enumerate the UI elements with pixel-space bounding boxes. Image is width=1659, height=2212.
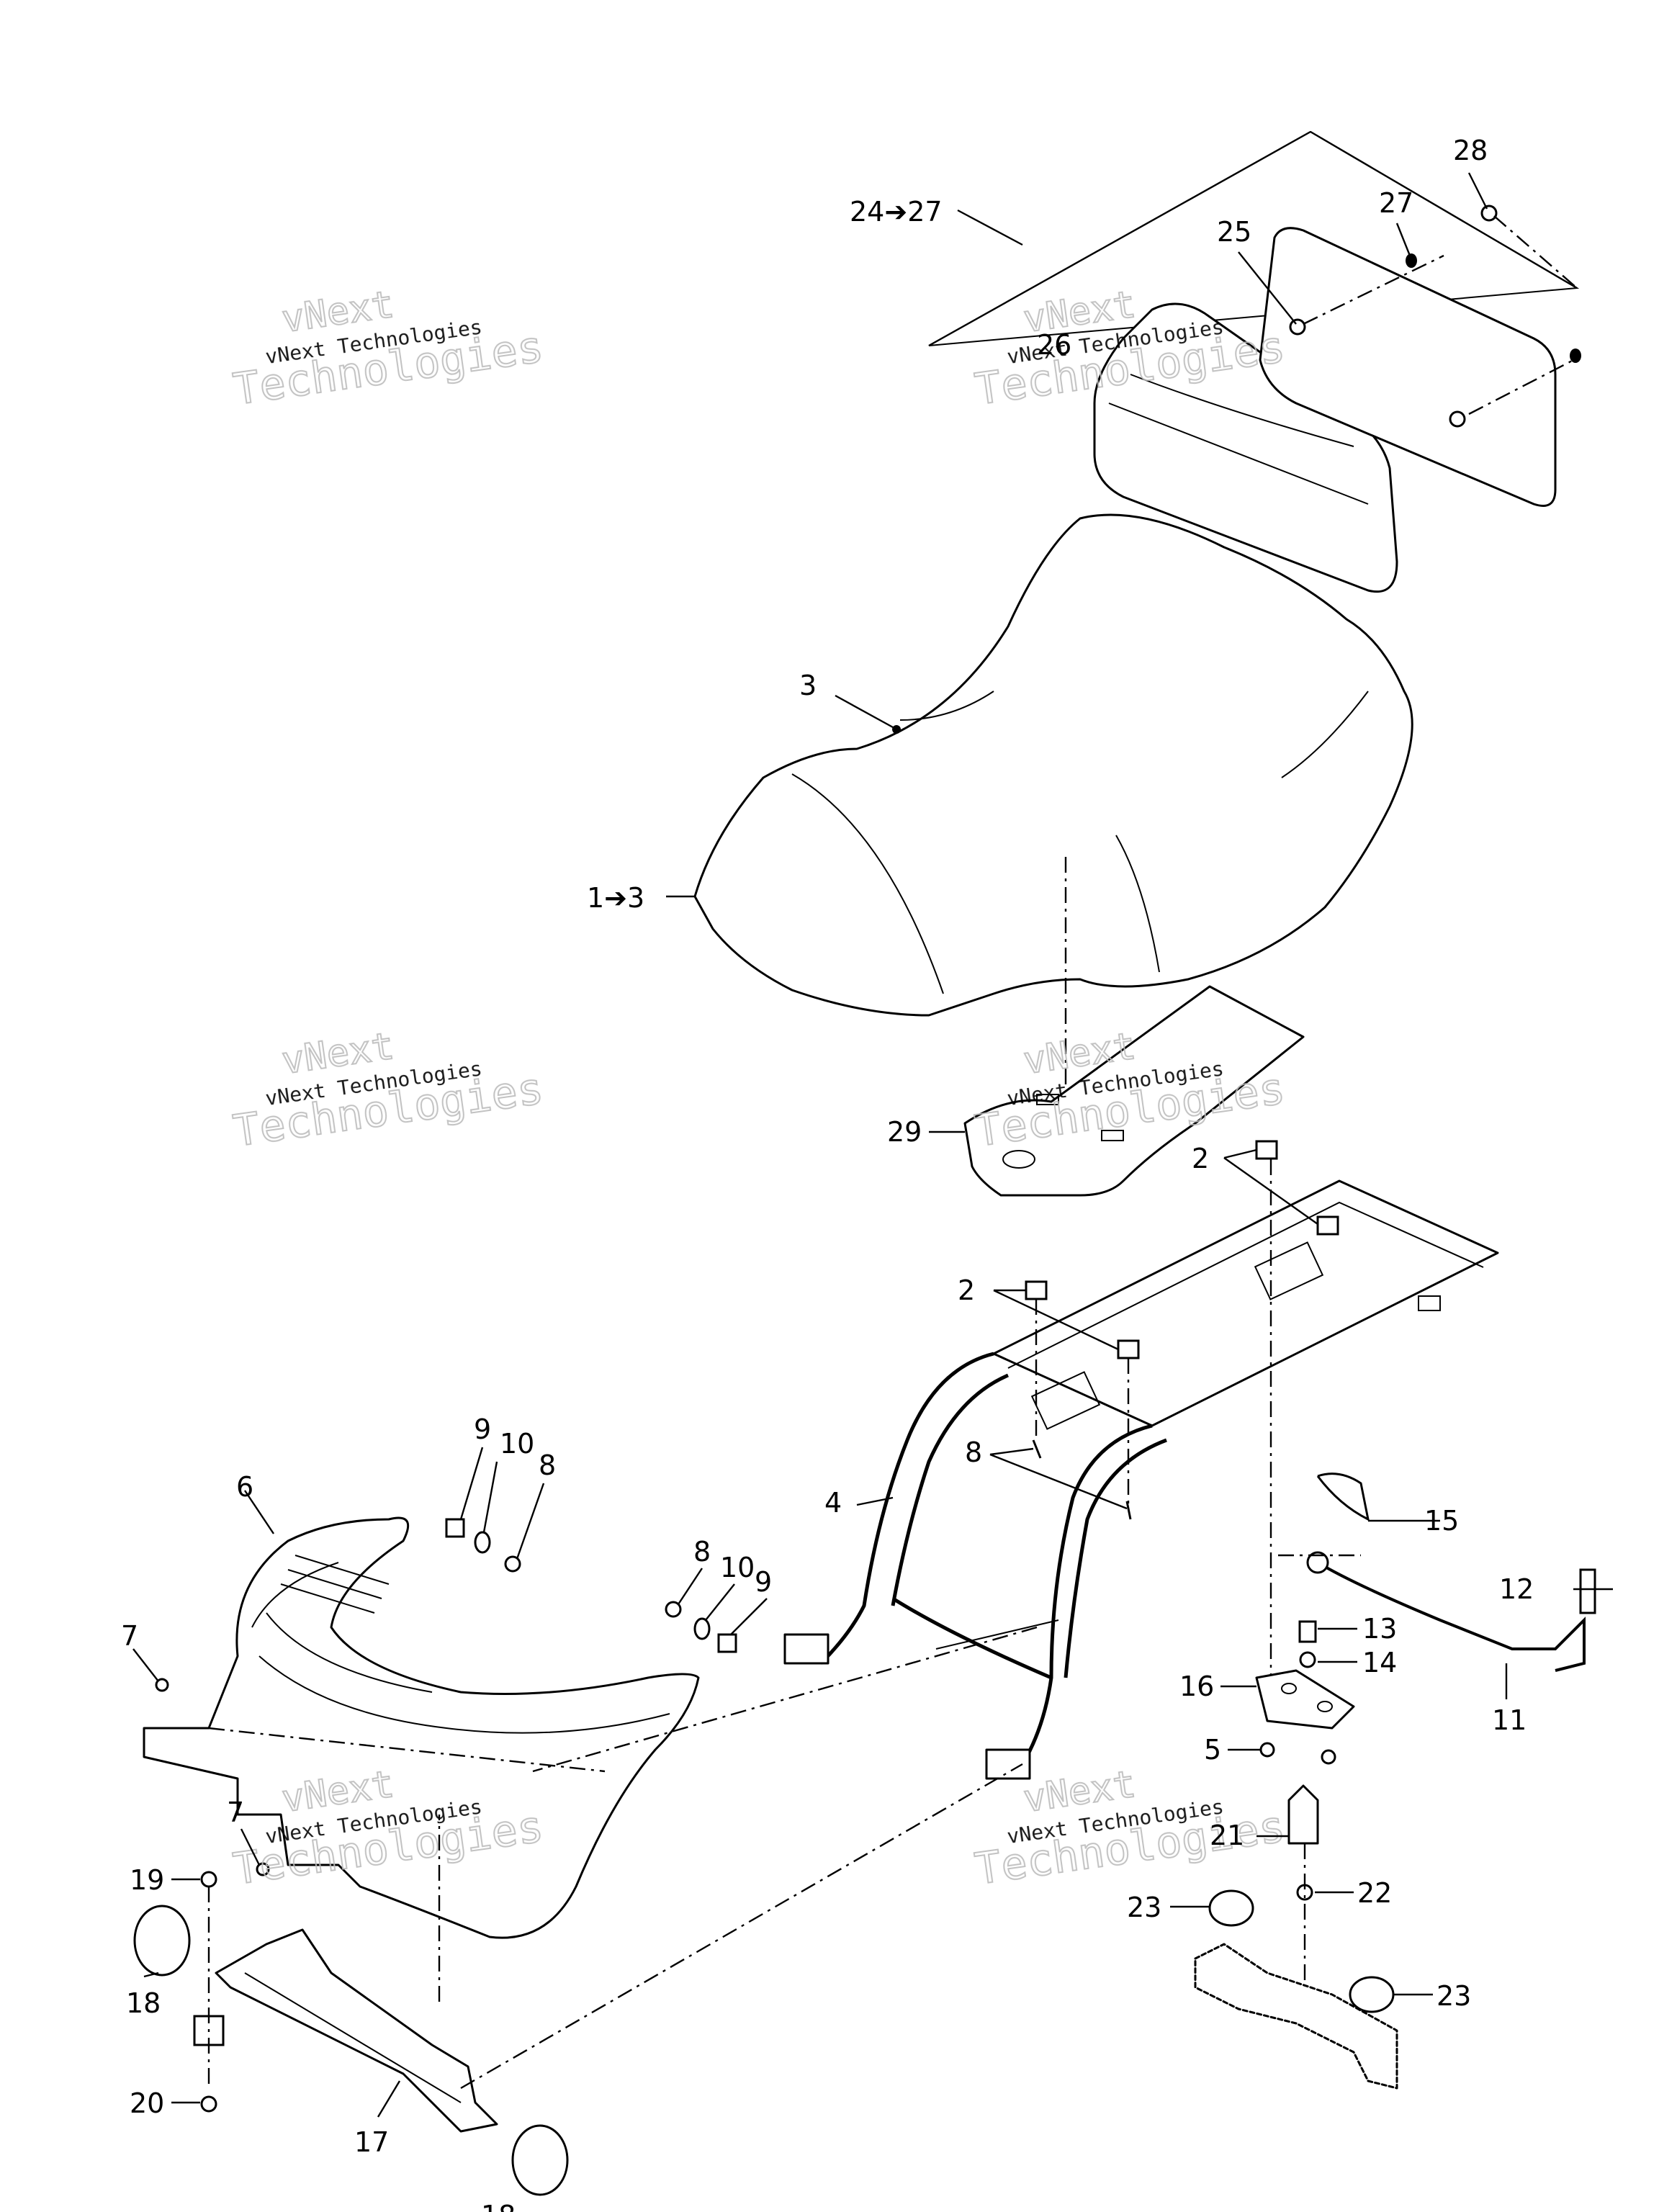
callout-6: 6	[236, 1471, 253, 1503]
rubber-stop-23-icon	[1349, 1976, 1395, 2013]
callout-18-left: 18	[126, 1987, 161, 2019]
callout-18-bottom: 18	[481, 2200, 516, 2212]
end-cap-18-icon	[133, 1905, 191, 1977]
support-bar	[133, 1763, 1023, 2196]
screw-25-icon	[1289, 318, 1306, 336]
pin-12-icon	[1579, 1568, 1596, 1614]
callout-20: 20	[130, 2087, 164, 2119]
washer-27-icon	[1406, 253, 1417, 268]
bolt-8-icon	[504, 1555, 521, 1573]
callout-19: 19	[130, 1864, 164, 1896]
rear-grab-handle	[143, 1516, 1038, 1939]
latch-assembly	[1194, 1473, 1596, 2090]
callout-8-right: 8	[693, 1536, 711, 1568]
nut-14-icon	[1299, 1651, 1316, 1668]
callout-9-right: 9	[755, 1566, 772, 1598]
callout-9-left: 9	[474, 1413, 491, 1445]
callout-17: 17	[354, 2126, 389, 2158]
screw-icon	[1449, 410, 1466, 428]
bolt-5-icon	[1321, 1749, 1336, 1765]
callout-28: 28	[1453, 135, 1488, 166]
bolt-5-icon	[1259, 1742, 1275, 1758]
callout-3: 3	[799, 670, 817, 701]
callout-7-lower: 7	[227, 1797, 244, 1828]
callout-24-27: 24➔27	[850, 196, 943, 228]
pivot-icon	[1306, 1551, 1329, 1574]
callout-labels: 28 27 24➔27 25 26 3 1➔3 29 2 2 4 8 9 10 …	[121, 135, 1534, 2212]
washer-10-icon	[693, 1617, 711, 1640]
clip-9-icon	[717, 1633, 737, 1653]
frame-bracket-left	[783, 1633, 830, 1665]
seat-cushion	[693, 513, 1413, 1087]
bolt-19-icon	[200, 1871, 217, 1888]
callout-23-left: 23	[1127, 1892, 1161, 1923]
backrest-assembly	[928, 130, 1581, 593]
bolt-8-icon	[665, 1601, 682, 1618]
screw-7-icon	[155, 1678, 169, 1692]
cage-nut-icon	[1117, 1339, 1140, 1359]
latch-16	[1255, 1669, 1355, 1730]
nut-28-icon	[1480, 204, 1498, 222]
nut-20-icon	[200, 2095, 217, 2113]
callout-27: 27	[1379, 187, 1413, 219]
callout-23-right: 23	[1437, 1980, 1471, 2012]
fasteners-rear-handle	[155, 1518, 737, 1876]
end-cap-18-icon	[511, 2124, 569, 2196]
callout-14: 14	[1362, 1647, 1397, 1678]
clip-9-icon	[445, 1518, 465, 1538]
callout-5: 5	[1204, 1734, 1221, 1766]
striker-21	[1287, 1784, 1319, 1845]
callout-26: 26	[1037, 329, 1071, 361]
cage-nut-icon	[1316, 1215, 1339, 1236]
callout-8-frame: 8	[965, 1437, 982, 1468]
callout-10-left: 10	[500, 1428, 534, 1460]
callout-2-upper: 2	[1192, 1143, 1209, 1174]
seat-pad	[963, 985, 1305, 1197]
bushing-13-icon	[1298, 1620, 1317, 1643]
callout-13: 13	[1362, 1613, 1397, 1645]
callout-10-right: 10	[720, 1552, 755, 1583]
callout-2-lower: 2	[958, 1274, 975, 1306]
callout-4: 4	[824, 1487, 842, 1519]
rubber-stop-23-icon	[1208, 1889, 1254, 1927]
callout-21: 21	[1210, 1820, 1244, 1851]
callout-22: 22	[1357, 1877, 1392, 1909]
callout-1-3: 1➔3	[587, 882, 644, 914]
cage-nuts-2	[989, 1140, 1339, 1707]
callout-25: 25	[1217, 216, 1251, 248]
seat-frame	[783, 1179, 1499, 1780]
washer-icon	[1570, 349, 1581, 363]
callout-15: 15	[1424, 1505, 1459, 1537]
callout-7-upper: 7	[121, 1620, 138, 1652]
callout-12: 12	[1499, 1573, 1534, 1605]
screw-7-icon	[256, 1862, 270, 1876]
callout-8-left: 8	[539, 1449, 556, 1481]
callout-29: 29	[887, 1116, 922, 1148]
backrest-plate	[1259, 227, 1557, 507]
watermark: vNext vNext Technologies Technologies vN…	[230, 282, 1289, 1895]
callout-16: 16	[1179, 1671, 1214, 1702]
frame-bracket-right	[985, 1748, 1031, 1780]
leader-lines	[132, 172, 1613, 2118]
washer-10-icon	[474, 1531, 491, 1554]
callout-11: 11	[1492, 1704, 1527, 1736]
cage-nut-icon	[1025, 1280, 1048, 1300]
cage-nut-icon	[1255, 1140, 1278, 1160]
